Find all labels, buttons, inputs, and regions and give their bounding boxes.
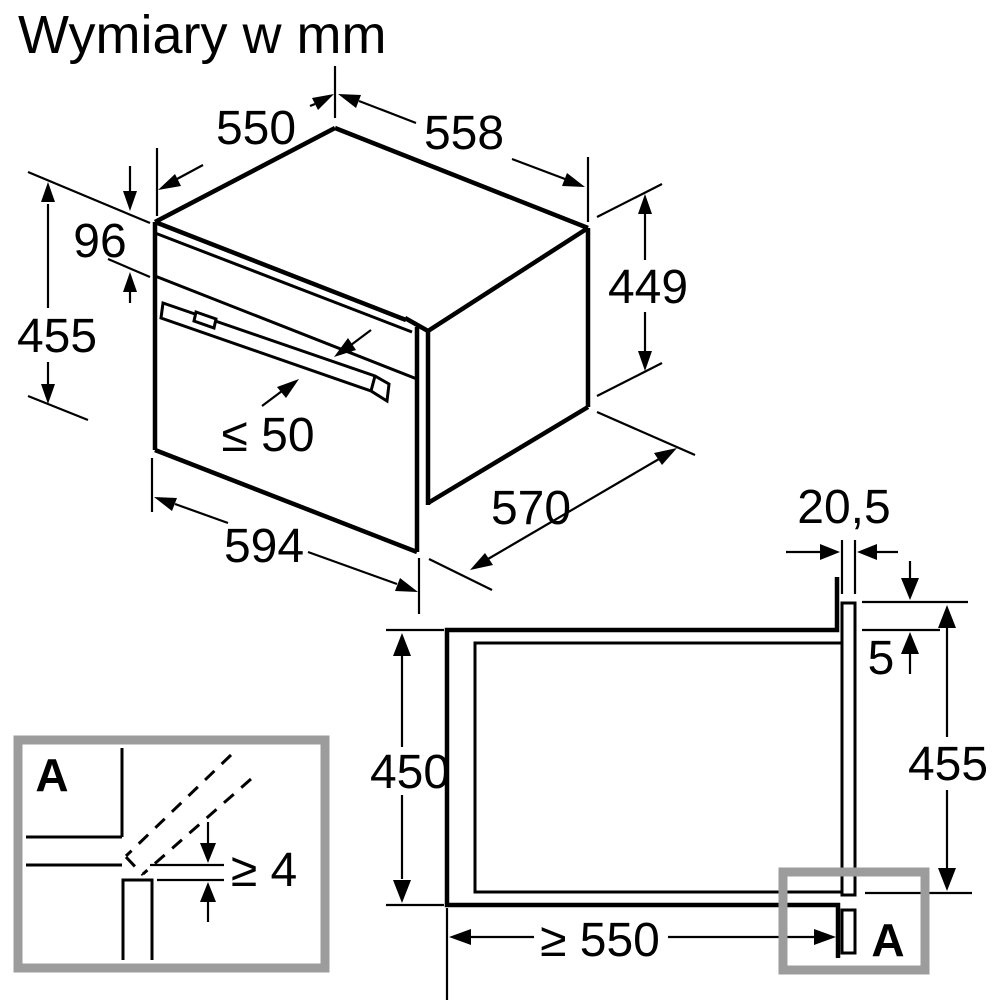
dim-front-height-label: 455 (17, 310, 97, 363)
dim-body-height-label: 449 (608, 261, 688, 314)
iso-extension-lines (27, 66, 696, 614)
page-title: Wymiary w mm (18, 5, 386, 65)
detail-callout-box (778, 867, 930, 975)
dim-niche-height-label: 450 (370, 746, 450, 799)
detail-view-label: A (35, 749, 68, 801)
detail-view-frame (13, 735, 330, 973)
detail-extension-lines (150, 822, 224, 922)
iso-dimension-lines (46, 99, 660, 586)
niche-section-view: 20,5 5 450 455 ≥ 550 A (370, 481, 988, 1000)
detail-solid-lines (26, 748, 154, 960)
isometric-oven-view: 550 558 96 455 449 ≤ 50 594 570 (17, 66, 696, 614)
section-dimension-lines (400, 550, 949, 939)
detail-marker-a: A (871, 914, 904, 966)
dim-top-depth-label: 550 (216, 102, 296, 155)
dim-handle-protrusion-label: ≤ 50 (221, 409, 314, 462)
dim-niche-depth-label: ≥ 550 (540, 914, 660, 967)
door-open-position-dashes (124, 753, 252, 877)
dim-body-depth-label: 570 (491, 482, 571, 535)
cabinet-outline (444, 577, 841, 958)
dim-front-total-height-label: 455 (908, 738, 988, 791)
oven-body-outline (152, 125, 591, 555)
niche-inner-outline (473, 641, 842, 894)
section-arrowheads (393, 544, 956, 945)
door-clearance-detail-view: A ≥ 4 (13, 735, 330, 973)
oven-door-handle (159, 300, 391, 404)
lower-furniture-front (840, 908, 857, 955)
section-extension-lines (386, 540, 972, 1000)
dim-top-overlap-label: 5 (868, 632, 895, 685)
iso-arrowheads (41, 94, 677, 592)
detail-arrowheads (200, 843, 216, 902)
door-front-panel (840, 601, 857, 897)
dim-door-thickness-label: 20,5 (797, 481, 890, 534)
dim-bottom-clearance-label: ≥ 4 (231, 844, 297, 897)
dim-panel-height-label: 96 (73, 215, 126, 268)
dim-top-width-label: 558 (424, 107, 504, 160)
oven-front-panel-lines (154, 231, 418, 381)
dim-front-width-label: 594 (224, 520, 304, 573)
